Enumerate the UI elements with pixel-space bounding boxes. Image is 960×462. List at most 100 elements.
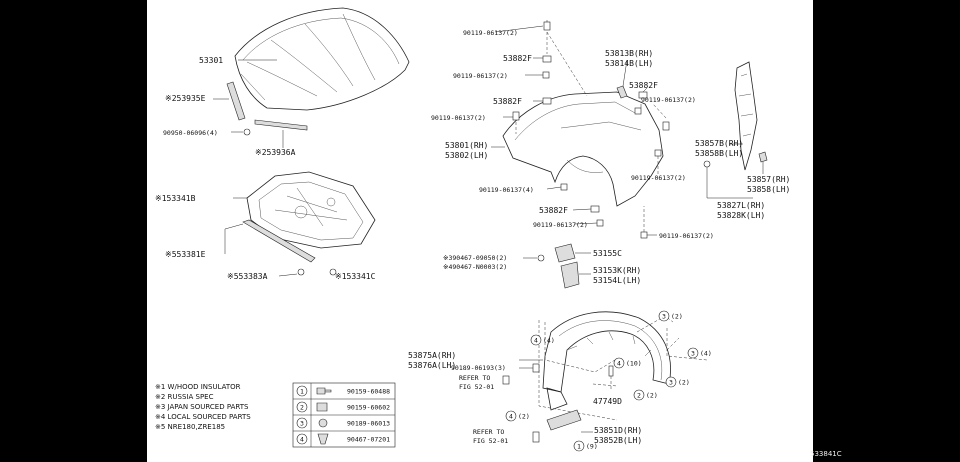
part-label-screw[interactable]: 90119-06137(2) — [431, 114, 486, 122]
part-number: 90467-N0003(2) — [452, 263, 507, 271]
part-label-insulator-seal[interactable]: ※553381E — [165, 250, 206, 259]
part-label-screw[interactable]: 90189-06193(3) — [451, 364, 506, 372]
part-label-screw[interactable]: 90119-06137(2) — [659, 232, 714, 240]
part-label-bracket[interactable]: 53882F — [503, 54, 532, 63]
part-label-cover-rh[interactable]: 53827L(RH) — [717, 201, 765, 210]
hood-insulator-drawing[interactable] — [246, 171, 376, 249]
fastener-row[interactable]: 1 90159-60488 — [296, 385, 390, 397]
callout-badge[interactable]: 1 (9) — [573, 440, 598, 452]
clip-icon[interactable] — [297, 268, 305, 276]
part-label-seal-lh[interactable]: 53154L(LH) — [593, 276, 641, 285]
part-label-screw[interactable]: 90119-06137(2) — [631, 174, 686, 182]
screw-icon[interactable] — [640, 231, 648, 239]
screw-icon[interactable] — [634, 107, 642, 115]
part-label-liner-lh[interactable]: 53876A(LH) — [408, 361, 456, 370]
leader-line — [622, 59, 628, 87]
part-label-seal-rh[interactable]: 53153K(RH) — [593, 266, 641, 275]
clip-icon[interactable] — [537, 254, 545, 262]
refer-label[interactable]: FIG 52-01 — [473, 437, 508, 445]
liner-seal[interactable] — [546, 409, 582, 431]
refer-label[interactable]: REFER TO — [459, 374, 490, 382]
bracket-icon[interactable] — [590, 205, 600, 213]
screw-icon[interactable] — [502, 375, 510, 385]
part-label-screw[interactable]: 90119-06137(2) — [641, 96, 696, 104]
screw-icon[interactable] — [662, 121, 670, 131]
part-label-clip[interactable]: ※390467-09050(2) — [443, 254, 507, 262]
callout-badge[interactable]: 4 (10) — [613, 357, 642, 369]
spec-mark: ※1 — [335, 272, 347, 281]
callout-badge[interactable]: 4 (4) — [530, 334, 555, 346]
part-label-part-d[interactable]: 47749D — [593, 397, 622, 406]
part-label-fender-lh[interactable]: 53802(LH) — [445, 151, 488, 160]
hood-seal-strip[interactable] — [226, 81, 246, 121]
part-label-insulator-clip-2[interactable]: ※153341C — [335, 272, 376, 281]
part-label-clip[interactable]: 90950-06096(4) — [163, 129, 218, 137]
callout-badge[interactable]: 2 (2) — [633, 389, 658, 401]
part-label-fender-seal-lh[interactable]: 53814B(LH) — [605, 59, 653, 68]
part-label-clip-b[interactable]: ※490467-N0003(2) — [443, 263, 507, 271]
fastener-row[interactable]: 4 90467-07201 — [296, 433, 390, 445]
dashed-line — [538, 320, 680, 421]
callout-badge[interactable]: 3 (4) — [687, 347, 712, 359]
fastener-number: 1 — [300, 388, 304, 396]
part-label-screw[interactable]: 90119-06137(4) — [479, 186, 534, 194]
panel-part[interactable] — [554, 243, 576, 263]
bracket-icon[interactable] — [542, 55, 552, 63]
part-label-hood-seal[interactable]: ※253935E — [165, 94, 206, 103]
part-label-bracket-rh[interactable]: 53857B(RH) — [695, 139, 743, 148]
hood-drawing[interactable] — [234, 7, 410, 111]
callout-number: 4 — [617, 360, 621, 368]
part-label-hood[interactable]: 53301 — [199, 56, 223, 65]
spec-mark: ※5 — [165, 250, 177, 259]
hood-rear-seal[interactable] — [254, 119, 308, 131]
part-label-fender-rh[interactable]: 53801(RH) — [445, 141, 488, 150]
spec-mark: ※5 — [227, 272, 239, 281]
part-label-part-c[interactable]: 53155C — [593, 249, 622, 258]
callout-badge[interactable]: 3 (2) — [665, 376, 690, 388]
fender-seal[interactable] — [616, 85, 628, 99]
clip-icon[interactable] — [329, 268, 337, 276]
seal-part[interactable] — [560, 261, 580, 289]
part-label-bracket[interactable]: 53882F — [629, 81, 658, 90]
part-label-liner-seal-lh[interactable]: 53852B(LH) — [594, 436, 642, 445]
screw-icon[interactable] — [560, 183, 568, 191]
part-label-bracket[interactable]: 53882F — [493, 97, 522, 106]
clip-icon[interactable] — [243, 128, 251, 136]
screw-icon[interactable] — [543, 21, 551, 31]
screw-icon[interactable] — [596, 219, 604, 227]
part-label-insulator-clip[interactable]: ※553383A — [227, 272, 268, 281]
part-label-screw[interactable]: 90119-06137(2) — [463, 29, 518, 37]
part-label-liner-seal-rh[interactable]: 53851D(RH) — [594, 426, 642, 435]
part-label-screw[interactable]: 90119-06137(2) — [533, 221, 588, 229]
part-label-cover-lh[interactable]: 53828K(LH) — [717, 211, 765, 220]
callout-badge[interactable]: 3 (2) — [658, 310, 683, 322]
screw-icon[interactable] — [532, 431, 540, 443]
screw-icon[interactable] — [608, 365, 614, 377]
fastener-row[interactable]: 2 90159-60602 — [296, 401, 390, 413]
clip-icon[interactable] — [703, 160, 711, 168]
screw-icon[interactable] — [512, 111, 520, 121]
part-label-seal-rh[interactable]: 53857(RH) — [747, 175, 790, 184]
part-label-bracket-lh[interactable]: 53858B(LH) — [695, 149, 743, 158]
refer-label[interactable]: FIG 52-01 — [459, 383, 494, 391]
part-label-bracket[interactable]: 53882F — [539, 206, 568, 215]
part-label-liner-rh[interactable]: 53875A(RH) — [408, 351, 456, 360]
screw-icon[interactable] — [542, 71, 550, 79]
leader-line — [574, 222, 598, 225]
fender-liner-drawing[interactable] — [542, 311, 671, 411]
screw-icon[interactable] — [654, 149, 662, 157]
part-label-fender-seal-rh[interactable]: 53813B(RH) — [605, 49, 653, 58]
part-label-seal-lh[interactable]: 53858(LH) — [747, 185, 790, 194]
screw-icon[interactable] — [532, 363, 540, 373]
insulator-seal-strip[interactable] — [242, 219, 316, 263]
part-label-screw[interactable]: 90119-06137(2) — [453, 72, 508, 80]
note-item: ※5 NRE180,ZRE185 — [155, 423, 225, 431]
bracket-seal[interactable] — [758, 151, 768, 163]
part-label-insulator[interactable]: ※153341B — [155, 194, 196, 203]
callout-badge[interactable]: 4 (2) — [505, 410, 530, 422]
fender-bracket-drawing[interactable] — [734, 61, 758, 171]
refer-label[interactable]: REFER TO — [473, 428, 504, 436]
part-label-hood-rear-seal[interactable]: ※253936A — [255, 148, 296, 157]
bracket-icon[interactable] — [542, 97, 552, 105]
fastener-row[interactable]: 3 90189-06013 — [296, 417, 390, 429]
